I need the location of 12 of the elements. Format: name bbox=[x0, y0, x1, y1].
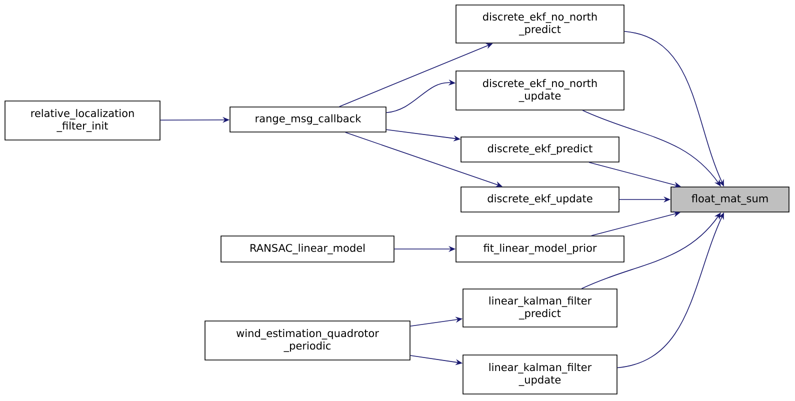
function-box: wind_estimation_quadrotor _periodic bbox=[204, 320, 410, 360]
function-box: linear_kalman_filter _predict bbox=[462, 288, 618, 328]
function-box: relative_localization _filter_init bbox=[4, 100, 160, 140]
function-box: discrete_ekf_no_north _predict bbox=[456, 4, 624, 44]
function-box: discrete_ekf_predict bbox=[460, 136, 620, 162]
function-box: float_mat_sum bbox=[670, 186, 790, 212]
function-box: linear_kalman_filter _update bbox=[462, 354, 618, 394]
function-box: range_msg_callback bbox=[230, 106, 386, 132]
function-box: fit_linear_model_prior bbox=[456, 236, 624, 262]
function-box: discrete_ekf_no_north _update bbox=[456, 70, 624, 110]
function-box: RANSAC_linear_model bbox=[220, 236, 394, 262]
function-box: discrete_ekf_update bbox=[460, 186, 620, 212]
